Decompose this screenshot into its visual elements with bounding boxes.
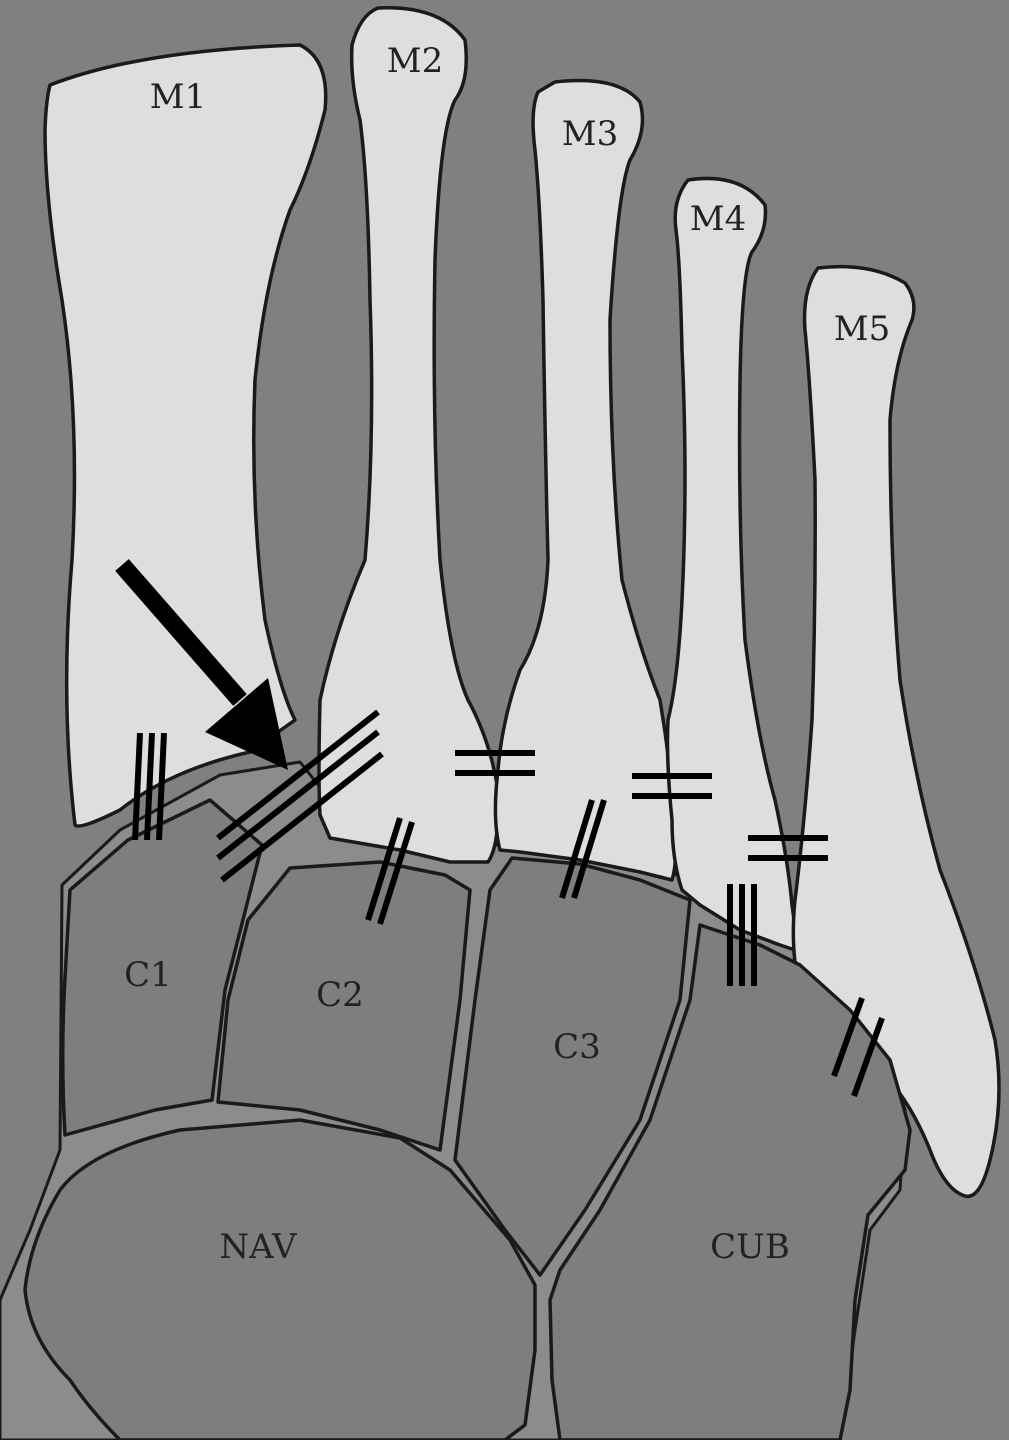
- label-nav: NAV: [219, 1227, 298, 1267]
- metatarsal-3: [495, 81, 676, 880]
- label-c2: C2: [316, 975, 364, 1015]
- label-c1: C1: [124, 955, 172, 995]
- label-m2: M2: [387, 41, 443, 81]
- label-cub: CUB: [710, 1227, 790, 1267]
- metatarsal-4: [668, 178, 796, 950]
- label-c3: C3: [553, 1027, 601, 1067]
- metatarsal-1: [45, 45, 326, 826]
- label-m3: M3: [562, 114, 618, 154]
- label-m5: M5: [834, 309, 890, 349]
- label-m4: M4: [690, 199, 746, 239]
- label-m1: M1: [150, 77, 206, 117]
